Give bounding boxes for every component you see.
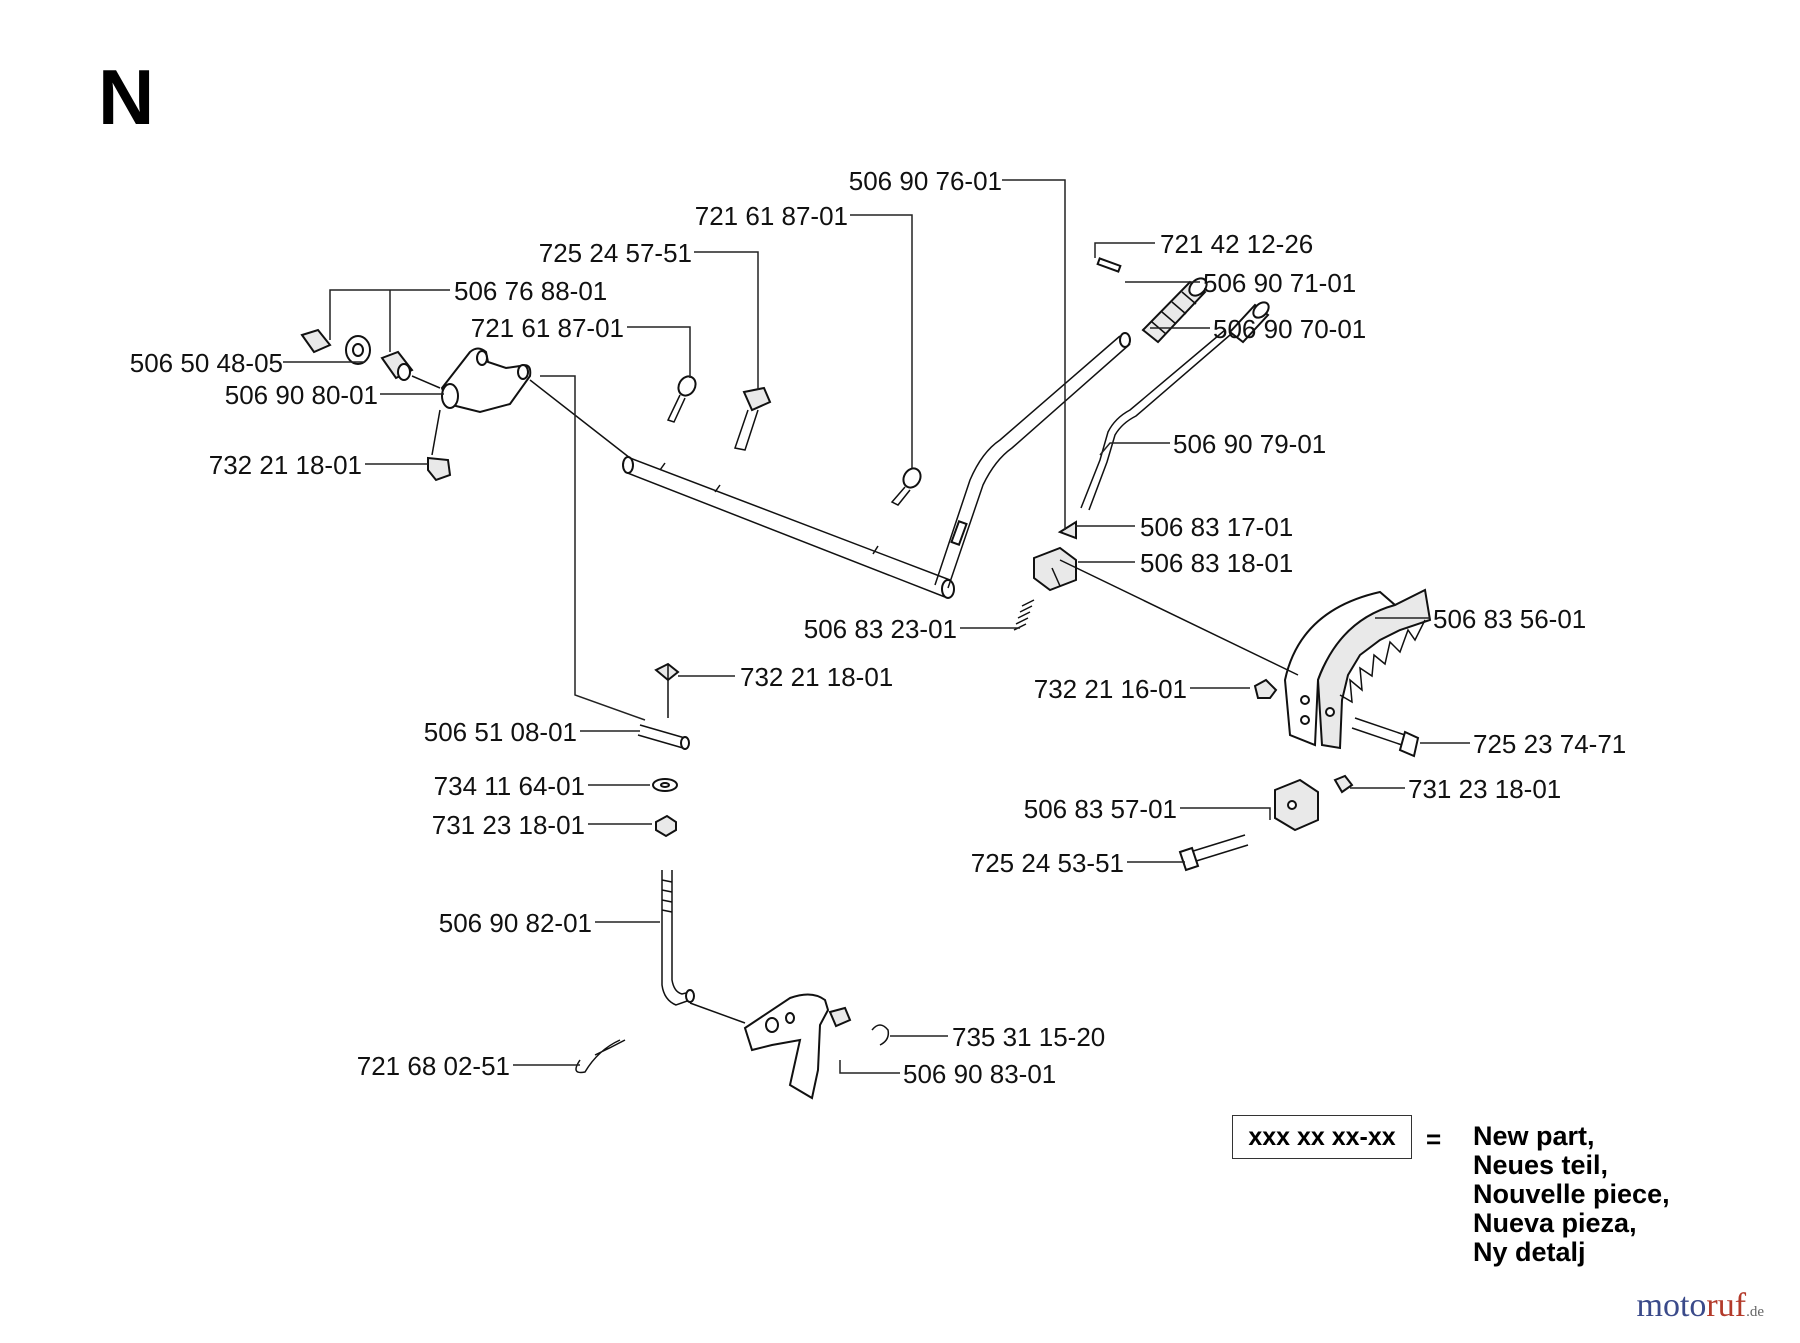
part-label: 725 23 74-71 bbox=[1473, 729, 1626, 759]
legend-translations: New part, Neues teil, Nouvelle piece, Nu… bbox=[1473, 1122, 1670, 1267]
toothed-sector bbox=[1059, 559, 1432, 758]
part-label: 506 50 48-05 bbox=[130, 348, 283, 378]
legend-line: Nouvelle piece, bbox=[1473, 1179, 1670, 1209]
legend-line: Neues teil, bbox=[1473, 1150, 1609, 1180]
small-block bbox=[1178, 774, 1354, 872]
legend-line: New part, bbox=[1473, 1121, 1595, 1151]
part-label: 506 76 88-01 bbox=[454, 276, 607, 306]
part-label: 506 90 82-01 bbox=[439, 908, 592, 938]
yoke-bracket bbox=[300, 328, 631, 482]
watermark-logo: motoruf.de bbox=[1637, 1287, 1764, 1325]
section-letter: N bbox=[98, 53, 155, 141]
part-label: 732 21 18-01 bbox=[209, 450, 362, 480]
part-label: 506 83 56-01 bbox=[1433, 604, 1586, 634]
bottom-bracket bbox=[743, 993, 890, 1100]
part-label: 506 90 71-01 bbox=[1203, 268, 1356, 298]
part-label: 506 90 80-01 bbox=[225, 380, 378, 410]
part-label: 506 90 83-01 bbox=[903, 1059, 1056, 1089]
watermark-part1: moto bbox=[1636, 1287, 1707, 1324]
part-label: 734 11 64-01 bbox=[434, 771, 585, 801]
part-label: 732 21 18-01 bbox=[740, 662, 893, 692]
push-rod bbox=[1080, 301, 1270, 511]
parts-artwork bbox=[300, 257, 1432, 1100]
part-label: 732 21 16-01 bbox=[1034, 674, 1187, 704]
part-label: 725 24 53-51 bbox=[971, 848, 1124, 878]
part-labels: 506 90 76-01 721 61 87-01 725 24 57-51 5… bbox=[130, 166, 1627, 1089]
leader-lines bbox=[283, 179, 1470, 1074]
part-label: 731 23 18-01 bbox=[432, 810, 585, 840]
part-label: 506 90 79-01 bbox=[1173, 429, 1326, 459]
handle-grip bbox=[1096, 257, 1208, 344]
part-label: 506 83 18-01 bbox=[1140, 548, 1293, 578]
part-label: 721 61 87-01 bbox=[695, 201, 848, 231]
vertical-rod bbox=[575, 662, 746, 1074]
part-label: 506 90 76-01 bbox=[849, 166, 1002, 196]
watermark-part2: ruf bbox=[1706, 1287, 1747, 1324]
part-label: 735 31 15-20 bbox=[952, 1022, 1105, 1052]
part-label: 506 83 23-01 bbox=[804, 614, 957, 644]
main-shaft bbox=[622, 456, 955, 599]
legend-line: Ny detalj bbox=[1473, 1237, 1586, 1267]
part-label: 506 83 17-01 bbox=[1140, 512, 1293, 542]
part-label: 506 51 08-01 bbox=[424, 717, 577, 747]
part-label: 721 42 12-26 bbox=[1160, 229, 1313, 259]
lever-rod bbox=[934, 332, 1131, 589]
cone-and-block bbox=[1013, 520, 1077, 631]
legend-new-part-box: xxx xx xx-xx bbox=[1232, 1115, 1412, 1159]
clevis-pins bbox=[666, 375, 922, 506]
part-label: 506 83 57-01 bbox=[1024, 794, 1177, 824]
part-label: 506 90 70-01 bbox=[1213, 314, 1366, 344]
watermark-suffix: .de bbox=[1746, 1304, 1764, 1320]
part-label: 721 68 02-51 bbox=[357, 1051, 510, 1081]
part-label: 731 23 18-01 bbox=[1408, 774, 1561, 804]
legend-equals: = bbox=[1426, 1124, 1442, 1154]
legend-line: Nueva pieza, bbox=[1473, 1208, 1637, 1238]
part-label: 721 61 87-01 bbox=[471, 313, 624, 343]
part-label: 725 24 57-51 bbox=[539, 238, 692, 268]
